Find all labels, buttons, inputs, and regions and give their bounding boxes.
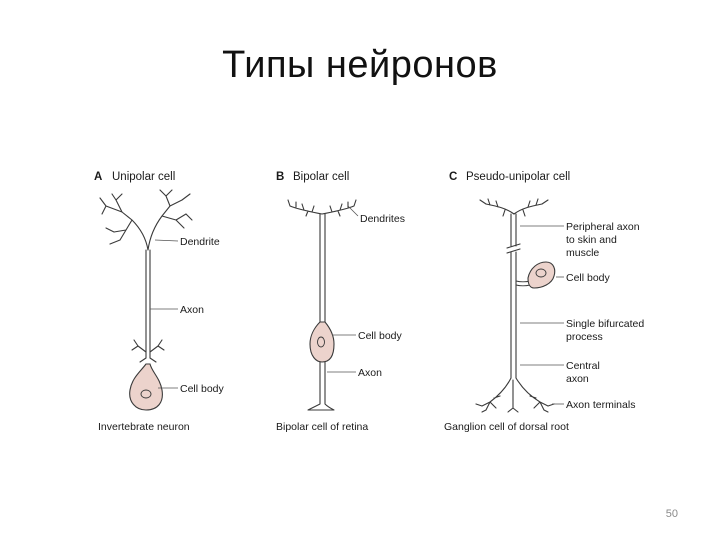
bipolar-cell-body	[309, 321, 335, 363]
label-central-axon-2: axon	[566, 373, 589, 385]
peripheral-axon-branches	[479, 198, 549, 217]
unipolar-cell-body	[129, 363, 163, 411]
panel-c-caption: Ganglion cell of dorsal root	[444, 421, 569, 433]
panel-c-heading: Pseudo-unipolar cell	[466, 171, 570, 183]
unipolar-neuron-drawing	[99, 189, 193, 411]
panel-b-letter: B	[276, 171, 284, 183]
label-cell-body-a: Cell body	[180, 383, 225, 395]
unipolar-nucleus	[140, 389, 152, 399]
label-peripheral-axon-3: muscle	[566, 247, 599, 259]
label-dendrite: Dendrite	[180, 236, 220, 248]
pseudo-unipolar-nucleus	[535, 268, 547, 278]
label-cell-body-c: Cell body	[566, 272, 611, 284]
panel-a-caption: Invertebrate neuron	[98, 421, 190, 433]
panel-c-letter: C	[449, 171, 457, 183]
unipolar-collateral-tuft	[131, 339, 165, 363]
panel-b-caption: Bipolar cell of retina	[276, 421, 368, 433]
panel-a-letter: A	[94, 171, 102, 183]
label-axon-b: Axon	[358, 367, 382, 379]
page-number: 50	[665, 508, 678, 520]
bipolar-dendrite-shaft	[319, 213, 326, 323]
bipolar-axon	[307, 361, 335, 411]
label-central-axon-1: Central	[566, 360, 600, 372]
panel-a: A Unipolar cell Dendrite Axon Cell body …	[94, 171, 225, 433]
label-peripheral-axon-2: to skin and	[566, 234, 617, 246]
bipolar-neuron-drawing	[287, 199, 357, 411]
bipolar-dendrites	[287, 199, 357, 217]
unipolar-axon	[145, 249, 151, 359]
label-bifurcated-1: Single bifurcated	[566, 318, 644, 330]
leader-dendrites	[347, 205, 359, 217]
panel-c: C Pseudo-unipolar cell	[444, 171, 644, 433]
panel-b: B Bipolar cell Dendrites Cell body Axon …	[276, 171, 405, 433]
pseudo-unipolar-cell-body	[527, 261, 556, 289]
axon-break-marks	[506, 243, 521, 254]
pseudo-unipolar-neuron-drawing	[475, 198, 556, 413]
label-peripheral-axon-1: Peripheral axon	[566, 221, 640, 233]
panel-a-heading: Unipolar cell	[112, 171, 175, 183]
axon-terminals	[475, 377, 555, 413]
leader-dendrite	[154, 239, 179, 242]
label-axon-terminals: Axon terminals	[566, 399, 635, 411]
label-axon-a: Axon	[180, 304, 204, 316]
pseudo-unipolar-shaft	[510, 213, 517, 379]
unipolar-dendrite-tree	[99, 189, 193, 251]
label-bifurcated-2: process	[566, 331, 603, 343]
label-cell-body-b: Cell body	[358, 330, 403, 342]
label-dendrites: Dendrites	[360, 213, 405, 225]
bipolar-nucleus	[317, 336, 325, 348]
slide-title: Типы нейронов	[222, 44, 498, 86]
panel-b-heading: Bipolar cell	[293, 171, 349, 183]
